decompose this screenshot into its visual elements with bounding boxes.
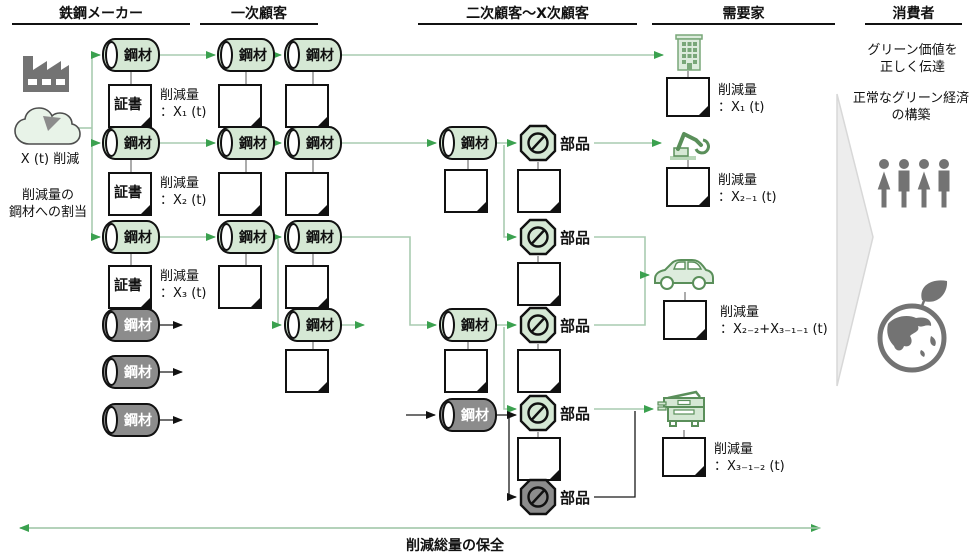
steel-cylinder: 鋼材 bbox=[102, 220, 160, 254]
part-octagon bbox=[519, 124, 557, 162]
steel-cylinder: 鋼材 bbox=[102, 38, 160, 72]
part-label: 部品 bbox=[560, 229, 591, 247]
consumer-message-2: 正常なグリーン経済 の構築 bbox=[838, 90, 980, 124]
allocation-line2: 鋼材への割当 bbox=[8, 205, 87, 220]
header-underline bbox=[200, 23, 318, 25]
certificate-doc: 証書 bbox=[108, 265, 152, 309]
part-octagon bbox=[519, 306, 557, 344]
header-underline bbox=[652, 23, 835, 25]
copier-icon bbox=[656, 390, 712, 430]
steel-cylinder: 鋼材 bbox=[284, 220, 342, 254]
reduction-doc bbox=[285, 172, 329, 216]
reduction-doc bbox=[662, 437, 706, 477]
steel-cylinder-uncertified: 鋼材 bbox=[102, 355, 160, 389]
header-underline bbox=[418, 23, 637, 25]
reduction-doc bbox=[218, 265, 262, 309]
steel-cylinder: 鋼材 bbox=[439, 126, 497, 160]
consumer-message-1: グリーン価値を 正しく伝達 bbox=[845, 42, 980, 76]
steel-cylinder: 鋼材 bbox=[284, 308, 342, 342]
reduction-doc bbox=[666, 77, 710, 117]
footer-total-preservation-label: 削減総量の保全 bbox=[406, 538, 504, 554]
consumer-message-2-line2: の構築 bbox=[891, 108, 931, 123]
part-label: 部品 bbox=[560, 489, 591, 507]
reduction-amount-d3: 削減量：X₂₋₂+X₃₋₁₋₁ (t) bbox=[720, 305, 828, 337]
steel-cylinder-uncertified: 鋼材 bbox=[102, 308, 160, 342]
consumer-message-1-line1: グリーン価値を bbox=[867, 43, 958, 58]
reduction-doc bbox=[663, 300, 707, 340]
reduction-doc bbox=[517, 169, 561, 213]
consumer-message-2-line1: 正常なグリーン経済 bbox=[852, 91, 970, 106]
certificate-doc: 証書 bbox=[108, 84, 152, 128]
column-header-secondary-customer: 二次顧客～X次顧客 bbox=[466, 6, 589, 22]
part-label: 部品 bbox=[560, 317, 591, 335]
consumer-message-1-line2: 正しく伝達 bbox=[879, 60, 945, 75]
steel-cylinder: 鋼材 bbox=[217, 38, 275, 72]
earth-with-leaf-icon bbox=[874, 278, 952, 374]
doc-connector-lines bbox=[130, 71, 689, 437]
transfer-chevron-shape bbox=[834, 90, 876, 390]
column-header-primary-customer: 一次顧客 bbox=[231, 6, 287, 22]
reduction-amount-d1: 削減量：X₁ (t) bbox=[718, 83, 765, 115]
reduction-doc bbox=[517, 262, 561, 306]
car-icon bbox=[652, 255, 716, 293]
factory-icon bbox=[18, 46, 74, 94]
reduction-amount-d2: 削減量：X₂₋₁ (t) bbox=[718, 173, 777, 205]
reduction-doc bbox=[517, 349, 561, 393]
consumers-people-icon bbox=[872, 156, 956, 216]
reduction-total-label: X (t) 削減 bbox=[20, 152, 80, 167]
steel-cylinder: 鋼材 bbox=[217, 126, 275, 160]
allocation-line1: 削減量の bbox=[21, 188, 74, 203]
steel-cylinder: 鋼材 bbox=[284, 38, 342, 72]
part-label: 部品 bbox=[560, 405, 591, 423]
reduction-amount-x1: 削減量：X₁ (t) bbox=[160, 88, 207, 120]
black-flow-lines bbox=[160, 321, 636, 501]
part-label: 部品 bbox=[560, 135, 591, 153]
column-header-steel-maker: 鉄鋼メーカー bbox=[59, 6, 143, 22]
steel-cylinder: 鋼材 bbox=[439, 308, 497, 342]
reduction-amount-x2: 削減量：X₂ (t) bbox=[160, 176, 207, 208]
steel-cylinder-uncertified: 鋼材 bbox=[439, 398, 497, 432]
part-octagon-uncertified bbox=[519, 478, 557, 516]
reduction-doc bbox=[285, 349, 329, 393]
reduction-doc bbox=[218, 172, 262, 216]
steel-cylinder: 鋼材 bbox=[102, 126, 160, 160]
column-header-demand-user: 需要家 bbox=[722, 6, 765, 22]
reduction-doc bbox=[444, 349, 488, 393]
reduction-doc bbox=[517, 437, 561, 481]
reduction-doc bbox=[285, 84, 329, 128]
certificate-doc: 証書 bbox=[108, 172, 152, 216]
allocation-label: 削減量の 鋼材への割当 bbox=[0, 187, 96, 221]
reduction-amount-x3: 削減量：X₃ (t) bbox=[160, 269, 207, 301]
header-underline bbox=[12, 23, 190, 25]
reduction-cloud-icon bbox=[12, 106, 82, 148]
reduction-doc bbox=[666, 167, 710, 207]
green-flow-lines bbox=[19, 51, 821, 532]
steel-cylinder: 鋼材 bbox=[284, 126, 342, 160]
part-octagon bbox=[519, 394, 557, 432]
office-building-icon bbox=[672, 33, 706, 73]
robot-arm-icon bbox=[664, 122, 710, 162]
reduction-doc bbox=[285, 265, 329, 309]
part-octagon bbox=[519, 218, 557, 256]
steel-cylinder: 鋼材 bbox=[217, 220, 275, 254]
reduction-doc bbox=[218, 84, 262, 128]
reduction-amount-d4: 削減量：X₃₋₁₋₂ (t) bbox=[714, 442, 785, 474]
column-header-consumer: 消費者 bbox=[892, 6, 935, 22]
header-underline bbox=[865, 23, 962, 25]
reduction-doc bbox=[444, 169, 488, 213]
steel-cylinder-uncertified: 鋼材 bbox=[102, 403, 160, 437]
